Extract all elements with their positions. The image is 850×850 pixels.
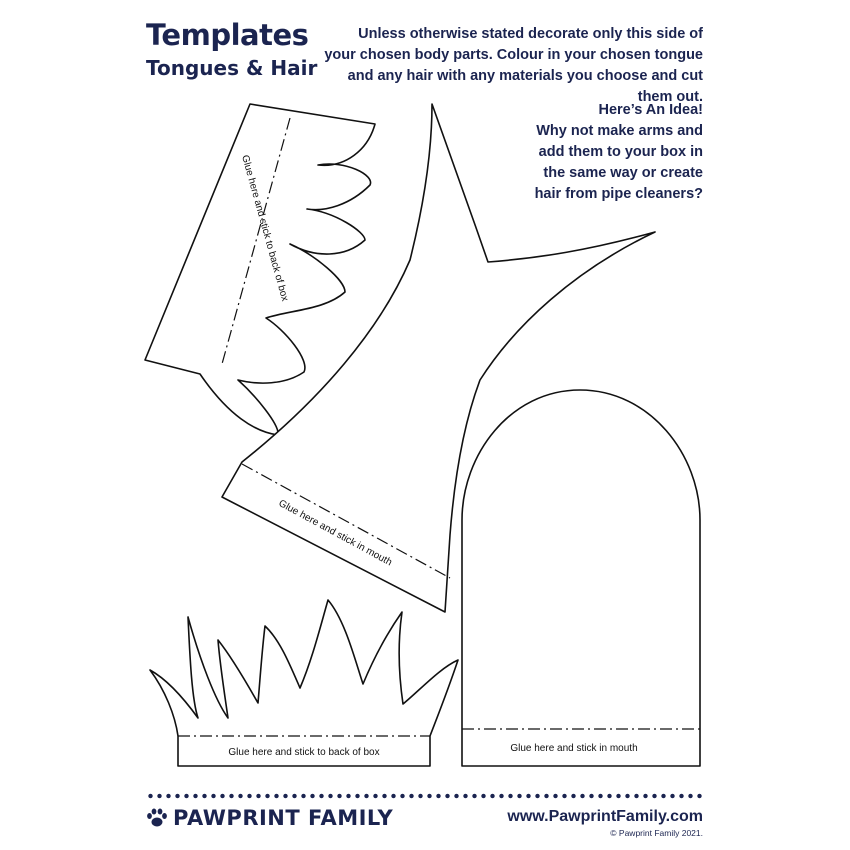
tongue-template-forked	[221, 103, 656, 613]
copyright-notice: © Pawprint Family 2021.	[610, 828, 703, 838]
tongue-rounded-glue-label: Glue here and stick in mouth	[510, 743, 637, 754]
hair-bottom-glue-label: Glue here and stick to back of box	[228, 747, 379, 758]
idea-title: Here’s An Idea!	[598, 102, 704, 118]
hair-template-slanted	[144, 103, 376, 436]
page-subtitle: Tongues & Hair	[146, 56, 318, 80]
paw-icon	[147, 808, 167, 827]
brand-logo: PAWPRINT FAMILY	[146, 806, 393, 830]
idea-box: Here’s An Idea! Why not make arms and ad…	[443, 100, 703, 205]
footer-dotted-divider	[146, 793, 704, 799]
website-url: www.PawprintFamily.com	[507, 808, 703, 825]
tongue-template-rounded	[461, 389, 701, 767]
intro-text: Unless otherwise stated decorate only th…	[324, 26, 703, 105]
idea-line: add them to your box in	[538, 144, 703, 160]
page-title: Templates	[146, 18, 309, 52]
idea-line: hair from pipe cleaners?	[534, 186, 703, 202]
idea-line: the same way or create	[543, 165, 703, 181]
idea-line: Why not make arms and	[536, 123, 703, 139]
brand-name: PAWPRINT FAMILY	[173, 806, 394, 830]
hair-template-bottom	[149, 599, 459, 767]
